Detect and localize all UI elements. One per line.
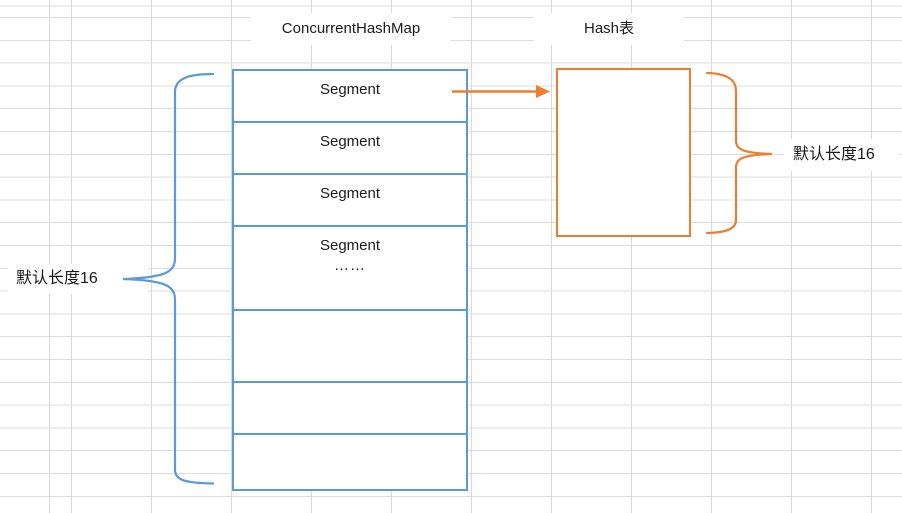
segment-label: Segment (319, 185, 381, 202)
segment-label (234, 383, 466, 392)
right-brace-label: 默认长度16 (784, 139, 898, 171)
left-brace-label: 默认长度16 (8, 264, 148, 294)
hash-table-rect (556, 68, 691, 237)
hash-table-title: Hash表 (534, 13, 684, 45)
segment-row: Segment …… (234, 227, 466, 311)
segment-row: Segment (234, 123, 466, 175)
segment-row: Segment (234, 71, 466, 123)
segment-label (234, 311, 466, 320)
segment-row: Segment (234, 175, 466, 227)
segment-label: Segment (319, 81, 381, 98)
segment-label (234, 435, 466, 444)
segment-ellipsis: …… (334, 257, 366, 274)
segment-label: Segment (319, 133, 381, 150)
segment-array: Segment Segment Segment Segment …… (232, 69, 468, 491)
segment-row (234, 311, 466, 383)
segment-row (234, 383, 466, 435)
segment-label: Segment (319, 237, 381, 254)
concurrenthashmap-title: ConcurrentHashMap (251, 13, 451, 45)
segment-row (234, 435, 466, 489)
